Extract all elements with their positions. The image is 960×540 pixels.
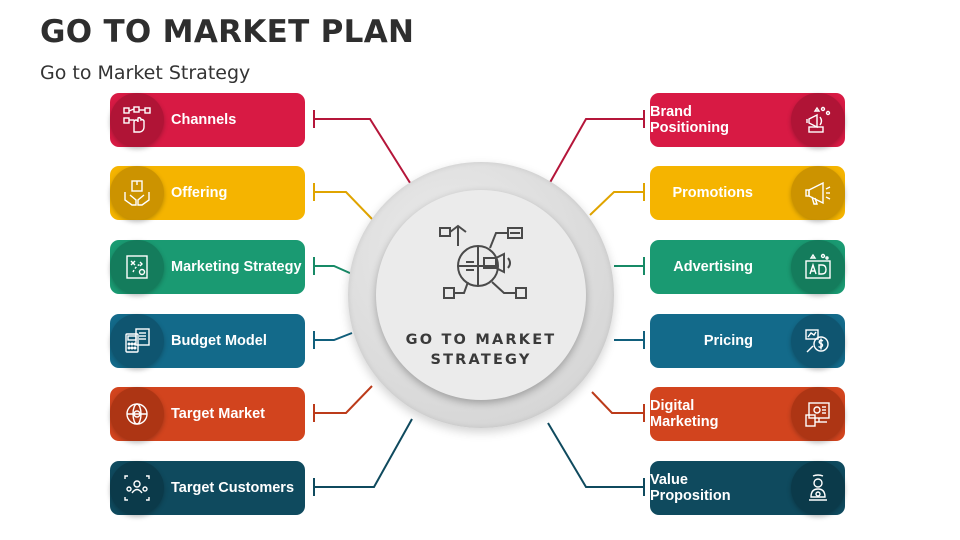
item-channels: Channels <box>110 93 305 147</box>
item-advertising: Advertising <box>650 240 845 294</box>
page-subtitle: Go to Market Strategy <box>40 62 251 84</box>
digital-marketing-screen-icon <box>791 387 845 441</box>
connector-digital-marketing <box>591 391 645 422</box>
item-promotions: Promotions <box>650 166 845 220</box>
item-digital-marketing: Digital Marketing <box>650 387 845 441</box>
item-value-proposition-label: Value Proposition <box>650 472 731 504</box>
item-budget-model: Budget Model <box>110 314 305 368</box>
connector-promotions <box>589 183 645 216</box>
promotions-megaphone-icon <box>791 166 845 220</box>
strategy-pie-icon <box>439 224 527 299</box>
connector-channels <box>313 110 413 187</box>
target-customers-people-icon <box>110 461 164 515</box>
connector-brand-positioning <box>547 110 645 187</box>
item-budget-model-label: Budget Model <box>171 333 267 349</box>
offering-hands-box-icon <box>110 166 164 220</box>
item-offering: Offering <box>110 166 305 220</box>
hub-label-line2: STRATEGY <box>430 352 532 368</box>
pricing-dollar-icon <box>791 314 845 368</box>
item-channels-label: Channels <box>171 112 237 128</box>
connector-value-proposition <box>547 422 645 496</box>
advertising-ad-icon <box>791 240 845 294</box>
connector-marketing-strategy <box>313 257 353 275</box>
channels-hand-network-icon <box>110 93 164 147</box>
value-proposition-person-icon <box>791 461 845 515</box>
item-brand-positioning: Brand Positioning <box>650 93 845 147</box>
connector-target-customers <box>313 418 413 496</box>
hub-inner-circle <box>376 190 586 400</box>
item-target-customers-label: Target Customers <box>171 480 295 496</box>
hub-label: GO TO MARKET STRATEGY <box>396 330 566 370</box>
item-marketing-strategy: Marketing Strategy <box>110 240 305 294</box>
item-target-customers: Target Customers <box>110 461 305 515</box>
connector-advertising <box>614 257 645 275</box>
brand-positioning-megaphone-icon <box>791 93 845 147</box>
item-offering-label: Offering <box>171 185 228 201</box>
connector-target-market <box>313 385 373 422</box>
connector-pricing <box>614 331 645 349</box>
item-promotions-label: Promotions <box>672 185 753 201</box>
connector-budget-model <box>313 331 353 349</box>
item-pricing: Pricing <box>650 314 845 368</box>
item-marketing-strategy-label: Marketing Strategy <box>171 259 302 275</box>
marketing-strategy-board-icon <box>110 240 164 294</box>
item-brand-positioning-label: Brand Positioning <box>650 104 729 136</box>
item-pricing-label: Pricing <box>703 333 753 349</box>
item-digital-marketing-label: Digital Marketing <box>650 398 719 430</box>
item-value-proposition: Value Proposition <box>650 461 845 515</box>
item-target-market-label: Target Market <box>171 406 266 422</box>
hub-label-line1: GO TO MARKET <box>405 332 557 348</box>
item-advertising-label: Advertising <box>673 259 753 275</box>
page-title: GO TO MARKET PLAN <box>40 14 415 50</box>
target-market-globe-icon <box>110 387 164 441</box>
budget-calculator-icon <box>110 314 164 368</box>
connector-offering <box>313 183 373 220</box>
item-target-market: Target Market <box>110 387 305 441</box>
